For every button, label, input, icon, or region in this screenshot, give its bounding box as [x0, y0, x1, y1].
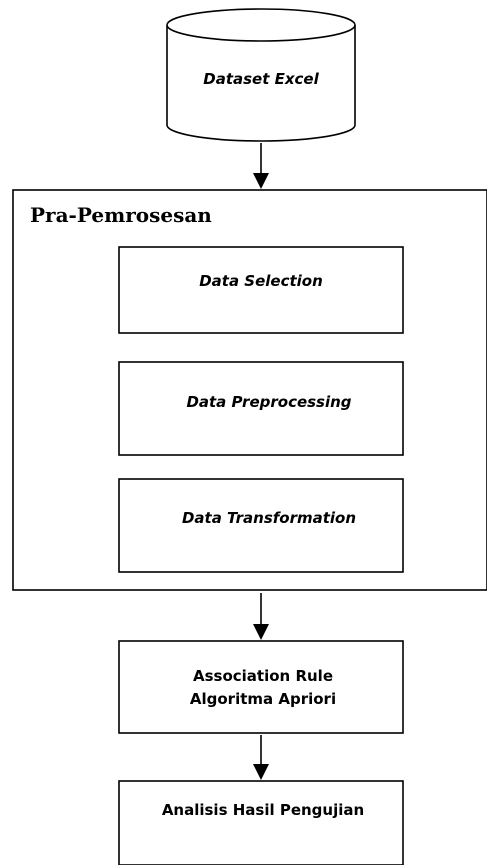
data-selection-label: Data Selection: [199, 272, 323, 290]
data-preprocessing-label: Data Preprocessing: [186, 393, 351, 411]
data-preprocessing-node: Data Preprocessing: [118, 361, 404, 456]
analysis-label: Analisis Hasil Pengujian: [162, 801, 364, 819]
preprocessing-group: Pra-Pemrosesan Data Selection Data Prepr…: [12, 189, 487, 591]
association-rule-node: Association Rule Algoritma Apriori: [118, 640, 404, 734]
dataset-label: Dataset Excel: [203, 70, 319, 88]
data-transformation-node: Data Transformation: [118, 478, 404, 573]
data-selection-node: Data Selection: [118, 246, 404, 334]
dataset-cylinder-node: Dataset Excel: [166, 8, 356, 142]
preprocessing-group-title: Pra-Pemrosesan: [30, 203, 212, 227]
data-transformation-label: Data Transformation: [182, 509, 356, 527]
association-line2: Algoritma Apriori: [190, 690, 336, 708]
association-line1: Association Rule: [193, 667, 333, 685]
analysis-node: Analisis Hasil Pengujian: [118, 780, 404, 865]
